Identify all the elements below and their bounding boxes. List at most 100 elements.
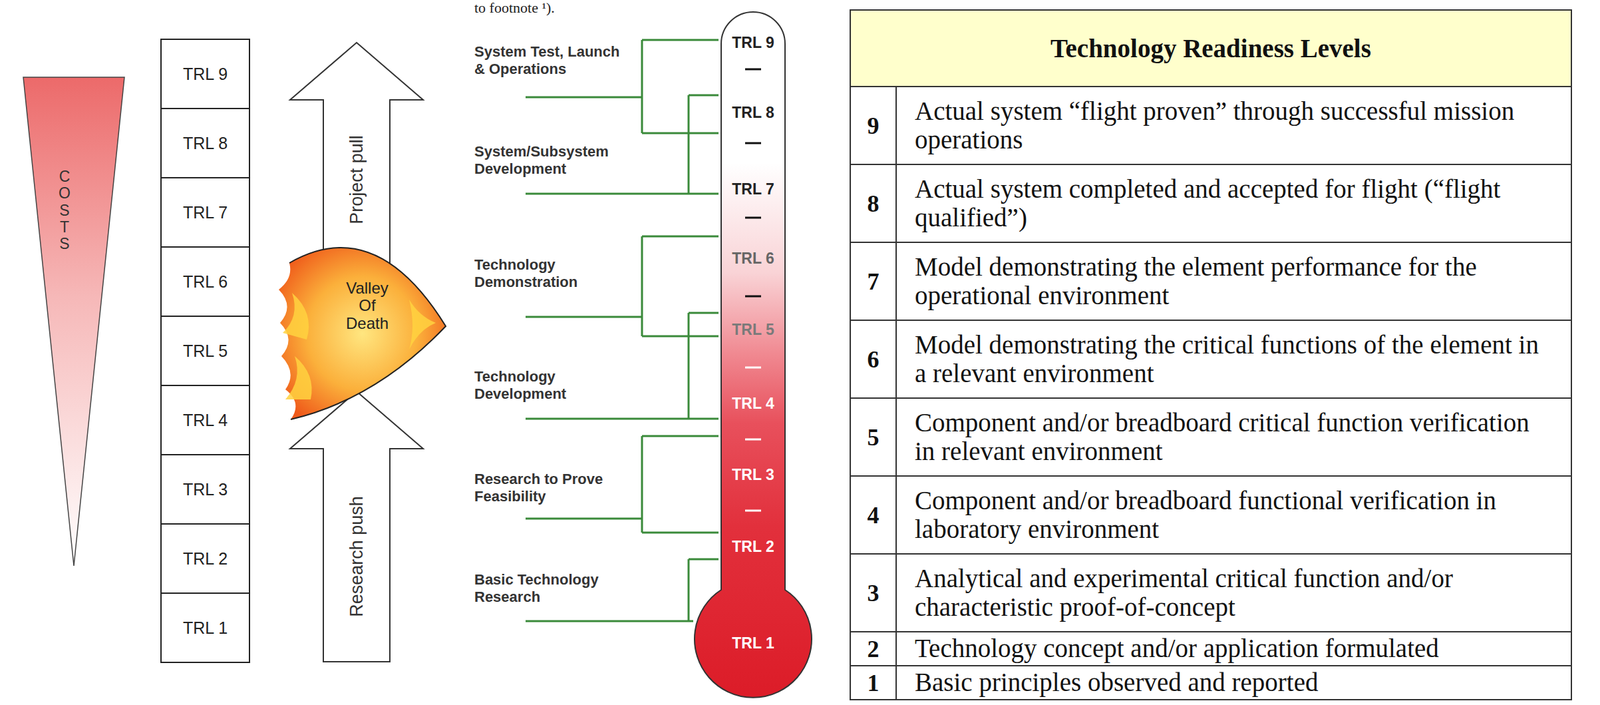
node-text: TRL 3 xyxy=(182,479,228,499)
table-row-line xyxy=(850,397,1572,399)
table-row-line xyxy=(850,85,1572,88)
node-text: TRL 1 xyxy=(182,618,228,638)
node-text: Research push xyxy=(346,495,368,617)
node-text: TRL 6 xyxy=(182,272,228,292)
level-number: 3 xyxy=(867,578,880,607)
level-dash xyxy=(745,438,762,441)
level-number-cell: 5 xyxy=(850,397,897,476)
research-push-arrow: Research push xyxy=(288,389,425,663)
flame-tongue xyxy=(409,299,436,350)
phase-label-cell: Basic Technology Research xyxy=(474,570,629,611)
level-description: Basic principles observed and reported xyxy=(914,667,1551,697)
valley-of-death: Valley Of Death xyxy=(276,199,450,430)
level-number: 1 xyxy=(867,668,880,697)
level-dash xyxy=(745,509,762,512)
node-text: TRL 2 xyxy=(182,548,228,569)
level-number: 5 xyxy=(867,423,880,452)
trl-table-grid xyxy=(850,9,1572,700)
phase-label-cell: System Test, Launch & Operations xyxy=(474,43,629,84)
phase-label: Basic Technology Research xyxy=(474,570,629,606)
level-description-cell: Model demonstrating the critical functio… xyxy=(914,320,1554,398)
level-description: Technology concept and/or application fo… xyxy=(914,634,1551,663)
table-row-line xyxy=(850,241,1572,243)
level-number-cell: 3 xyxy=(850,553,897,632)
level-description: Actual system “flight proven” through su… xyxy=(914,97,1551,155)
level-number: 9 xyxy=(867,111,880,140)
level-description: Actual system completed and accepted for… xyxy=(914,174,1551,233)
arrow-outline xyxy=(290,391,424,662)
flame-tongue xyxy=(282,292,309,340)
table-row-line xyxy=(850,630,1572,633)
table-row-line xyxy=(850,319,1572,321)
level-dash xyxy=(745,295,762,298)
thermometer-level: TRL 4 xyxy=(721,393,786,414)
node-text: Project pull xyxy=(346,135,368,225)
phase-label: Technology Development xyxy=(474,367,629,403)
table-row-lines xyxy=(850,86,1572,666)
thermometer-outline xyxy=(694,11,812,698)
level-number-cell: 8 xyxy=(850,164,897,243)
trl-box: TRL 8 xyxy=(160,107,251,179)
footnote-fragment-cell: to footnote ¹). xyxy=(474,0,688,20)
phase-label: Research to Prove Feasibility xyxy=(474,470,629,505)
level-number-cell: 1 xyxy=(850,665,897,700)
table-row-line xyxy=(850,552,1572,555)
phase-label-cell: Technology Development xyxy=(474,367,629,408)
level-number: 8 xyxy=(867,189,880,218)
node-text: TRL 5 xyxy=(182,341,228,361)
thermometer-level: TRL 7 xyxy=(721,178,786,199)
table-column-line xyxy=(895,86,897,700)
trl-box: TRL 3 xyxy=(160,453,251,525)
level-dash xyxy=(745,68,762,71)
table-row-line xyxy=(850,163,1572,165)
level-dash xyxy=(745,142,762,145)
flame-tongue xyxy=(285,355,313,400)
level-dash xyxy=(745,216,762,219)
level-number-cell: 6 xyxy=(850,320,897,398)
level-number-cell: 4 xyxy=(850,475,897,554)
trl-box: TRL 2 xyxy=(160,522,251,594)
level-number: 6 xyxy=(867,345,880,374)
level-number: 7 xyxy=(867,267,880,296)
node-text: TRL 7 xyxy=(182,202,228,223)
node-text: Valley Of Death xyxy=(337,279,398,332)
level-description: Model demonstrating the critical functio… xyxy=(914,330,1551,388)
level-description-cell: Actual system “flight proven” through su… xyxy=(914,86,1554,165)
thermometer-level: TRL 6 xyxy=(721,248,786,269)
level-description: Analytical and experimental critical fun… xyxy=(914,564,1551,622)
cost-triangle: COSTS xyxy=(22,76,126,567)
level-description-cell: Technology concept and/or application fo… xyxy=(914,631,1554,666)
flame-fill xyxy=(278,247,446,420)
trl-box: TRL 4 xyxy=(160,384,251,456)
level-description: Model demonstrating the element performa… xyxy=(914,252,1551,311)
level-description-cell: Component and/or breadboard critical fun… xyxy=(914,397,1554,476)
thermometer-level: TRL 8 xyxy=(721,102,786,123)
phase-label-cell: Research to Prove Feasibility xyxy=(474,470,629,511)
phase-label-cell: System/Subsystem Development xyxy=(474,143,629,183)
trl-box: TRL 5 xyxy=(160,315,251,386)
thermometer-level: TRL 9 xyxy=(721,32,786,53)
trl-thermometer: TRL 9 TRL 8 TRL 7 TRL 6 TRL 5 TRL 4 TRL 3 TRL 2… xyxy=(691,6,819,705)
trl-box: TRL 9 xyxy=(160,38,251,110)
level-description-cell: Analytical and experimental critical fun… xyxy=(914,553,1554,632)
table-header-band xyxy=(850,9,1572,87)
level-number-cell: 7 xyxy=(850,242,897,320)
phase-label: System Test, Launch & Operations xyxy=(474,43,629,78)
phase-label-cell: Technology Demonstration xyxy=(474,256,629,297)
node-text: TRL 9 xyxy=(182,64,228,84)
phase-brackets xyxy=(525,39,719,621)
level-number: 4 xyxy=(867,500,880,529)
bracket-line xyxy=(525,558,719,621)
node-text: TRL 4 xyxy=(182,410,228,430)
thermometer-level: TRL 2 xyxy=(721,536,786,557)
node-text: TRL 8 xyxy=(182,133,228,154)
thermometer-level: TRL 3 xyxy=(721,464,786,485)
trl-box: TRL 1 xyxy=(160,592,251,663)
level-number-cell: 9 xyxy=(850,86,897,165)
trl-box: TRL 6 xyxy=(160,246,251,317)
level-description: Component and/or breadboard critical fun… xyxy=(914,408,1551,466)
level-description-cell: Actual system completed and accepted for… xyxy=(914,164,1554,243)
thermometer-level: TRL 5 xyxy=(721,319,786,340)
table-border xyxy=(850,9,1572,700)
